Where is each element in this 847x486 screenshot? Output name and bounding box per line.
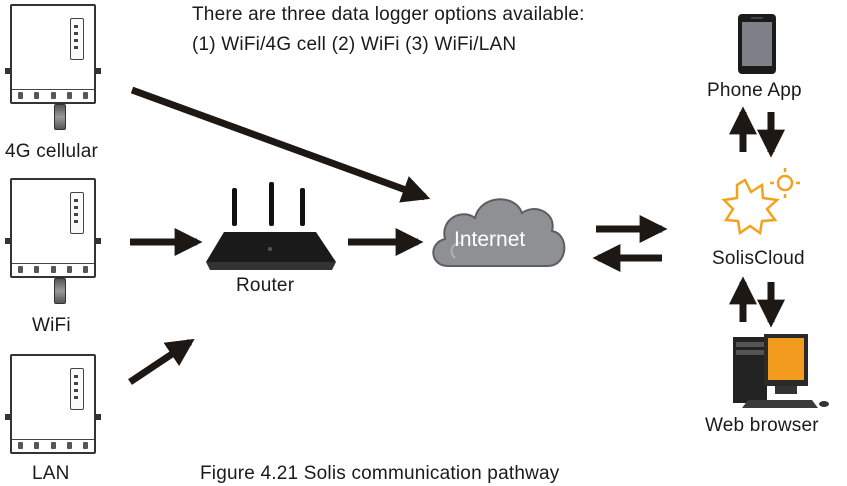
label-4g-cellular: 4G cellular (5, 141, 99, 162)
web-browser-label: Web browser (705, 415, 819, 436)
inverter-lan (5, 354, 101, 454)
label-wifi: WiFi (32, 315, 71, 336)
inverter-wifi (5, 178, 101, 278)
phone-icon (738, 14, 776, 74)
inverter-display-panel (70, 18, 84, 60)
router-label: Router (236, 275, 295, 296)
header-line-1: There are three data logger options avai… (192, 4, 585, 25)
wifi-logger-dongle (54, 278, 66, 304)
cellular-logger-dongle (54, 104, 66, 130)
computer-icon (733, 334, 829, 408)
soliscloud-label: SolisCloud (712, 248, 805, 269)
inverter-display-panel (70, 192, 84, 234)
phone-app-label: Phone App (707, 80, 802, 101)
header-line-2: (1) WiFi/4G cell (2) WiFi (3) WiFi/LAN (192, 34, 517, 55)
arrow-cellular-to-internet (130, 86, 431, 203)
figure-caption: Figure 4.21 Solis communication pathway (200, 463, 560, 484)
solis-sun-icon (721, 168, 800, 236)
inverter-4g-cellular (5, 4, 101, 104)
router-icon (206, 182, 336, 270)
inverter-display-panel (70, 368, 84, 410)
cloud-icon (432, 198, 566, 267)
arrow-lan-to-router (128, 338, 195, 385)
internet-label: Internet (454, 228, 526, 251)
label-lan: LAN (32, 463, 70, 484)
